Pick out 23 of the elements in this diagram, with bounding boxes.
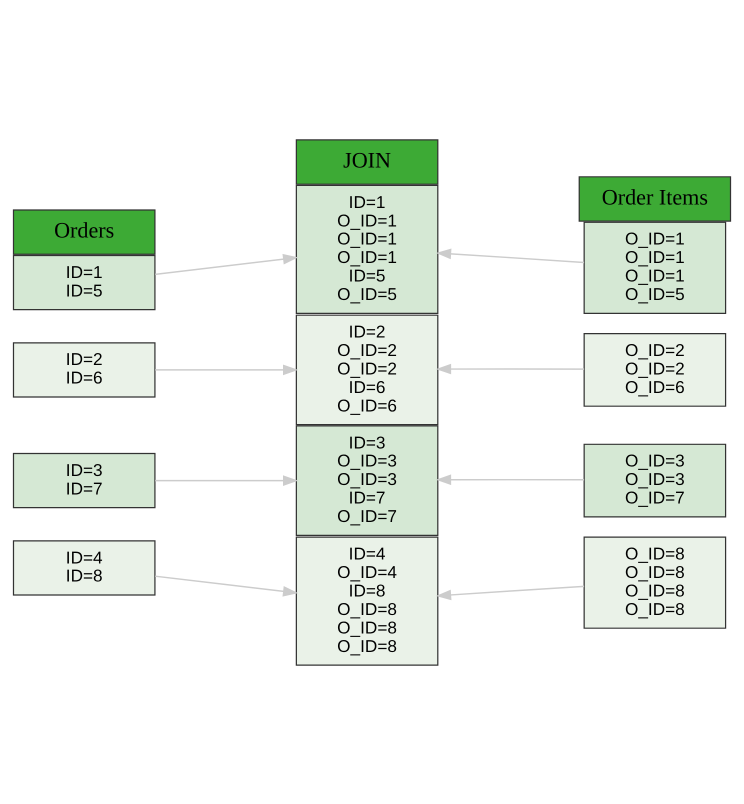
node-box: Order Items [578,176,732,222]
arrow [436,474,584,485]
node-box: ID=1 O_ID=1 O_ID=1 O_ID=1 ID=5 O_ID=5 [296,184,438,314]
node-box: O_ID=3 O_ID=3 O_ID=7 [584,443,726,517]
node-box: O_ID=8 O_ID=8 O_ID=8 O_ID=8 [584,536,726,628]
node-box: JOIN [296,138,438,184]
arrow [436,585,584,600]
arrow [436,248,584,263]
node-box: ID=4 O_ID=4 ID=8 O_ID=8 O_ID=8 O_ID=8 [296,536,438,666]
node-box: O_ID=1 O_ID=1 O_ID=1 O_ID=5 [584,221,726,314]
node-box: ID=1 ID=5 [12,254,156,310]
arrow [436,363,584,374]
node-box: Orders [12,208,156,254]
node-box: O_ID=2 O_ID=2 O_ID=6 [584,332,726,406]
arrow [155,474,298,486]
node-box: ID=3 ID=7 [12,452,156,508]
node-box: ID=2 ID=6 [12,342,156,398]
arrow [155,364,298,375]
node-box: ID=4 ID=8 [12,540,156,596]
node-box: ID=3 O_ID=3 O_ID=3 ID=7 O_ID=7 [296,424,438,536]
node-box: ID=2 O_ID=2 O_ID=2 ID=6 O_ID=6 [296,314,438,425]
arrow [155,253,298,275]
arrow [155,574,298,596]
